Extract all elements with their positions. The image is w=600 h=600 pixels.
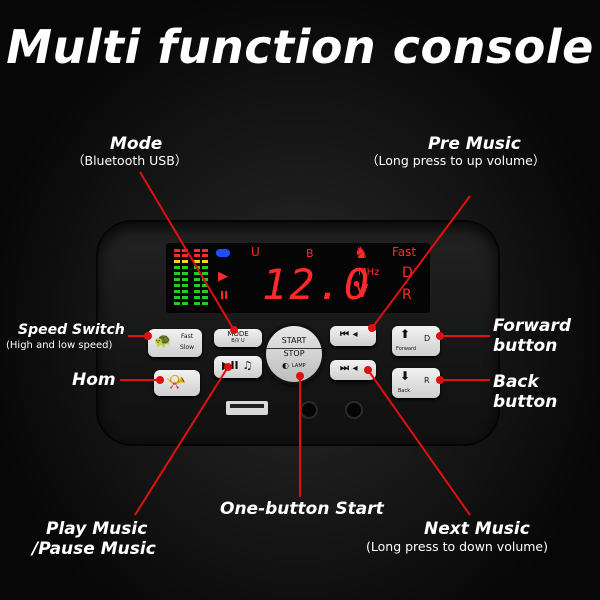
rocking-horse-icon: ♞: [354, 243, 369, 262]
back-gear-button[interactable]: ⬇ Back R: [392, 368, 440, 398]
lcd-display: U B ♞ Fast ▶ II 12.0 V MHz D R: [166, 243, 430, 313]
speed-switch-sub-label: (High and low speed): [6, 340, 113, 351]
voltage-readout: 12.0: [262, 260, 372, 309]
forward-label: Forward: [493, 316, 572, 336]
pre-music-sub-label: （Long press to up volume）: [366, 153, 546, 168]
play-music-label: Play Music: [46, 519, 148, 539]
lamp-icon: ◐: [282, 361, 289, 370]
one-button-start-label: One-button Start: [220, 499, 384, 519]
next-music-button[interactable]: ⏭ ◂: [330, 360, 376, 380]
lcd-bt: B: [306, 247, 314, 260]
horn-button[interactable]: 📯: [154, 370, 200, 396]
next-track-icon: ⏭ ◂: [340, 363, 358, 374]
mode-button[interactable]: MODE B/î/ U: [214, 329, 262, 347]
pre-music-pointer-line: [371, 195, 471, 329]
speed-switch-button[interactable]: 🐢 Fast Slow: [148, 329, 202, 357]
next-pointer-line: [367, 369, 471, 516]
forward-btn-label: Forward: [396, 346, 417, 352]
pause-indicator-icon: II: [220, 289, 229, 302]
play-indicator-icon: ▶: [218, 269, 228, 284]
next-music-sub-label: (Long press to down volume): [366, 539, 548, 554]
forward-label-2: button: [493, 336, 558, 356]
next-music-label: Next Music: [424, 519, 530, 539]
previous-track-icon: ⏮ ◂: [340, 329, 358, 340]
mode-sub-label: （Bluetooth USB）: [72, 153, 188, 168]
mode-label: Mode: [110, 134, 163, 154]
bluetooth-indicator-icon: [216, 249, 230, 257]
usb-port[interactable]: [226, 401, 268, 415]
horn-label: Hom: [72, 370, 116, 390]
mode-button-label: MODE: [227, 330, 249, 338]
pre-music-button[interactable]: ⏮ ◂: [330, 326, 376, 346]
lcd-fast: Fast: [392, 245, 417, 259]
lamp-label: LAMP: [292, 363, 306, 369]
aux-jack[interactable]: [302, 403, 316, 417]
back-btn-label: Back: [398, 388, 411, 394]
charge-port[interactable]: [347, 403, 361, 417]
speed-slow-label: Slow: [180, 344, 195, 351]
back-label: Back: [493, 372, 539, 392]
speed-fast-label: Fast: [181, 333, 194, 340]
arrow-up-icon: ⬆: [400, 327, 411, 341]
turtle-icon: 🐢: [154, 333, 172, 349]
back-r-label: R: [424, 376, 430, 385]
lcd-u: U: [251, 245, 260, 259]
arrow-down-icon: ⬇: [400, 369, 411, 383]
forward-gear-button[interactable]: ⬆ Forward D: [392, 326, 440, 356]
level-meter: [172, 247, 208, 309]
back-label-2: button: [493, 392, 558, 412]
start-stop-button[interactable]: START STOP ◐ LAMP: [266, 326, 322, 382]
lcd-d: D: [402, 265, 413, 281]
mode-button-sub: B/î/ U: [231, 338, 245, 344]
pause-music-label: /Pause Music: [32, 539, 156, 559]
pre-music-label: Pre Music: [428, 134, 521, 154]
play-pointer-line: [134, 366, 229, 516]
lcd-r: R: [402, 287, 412, 303]
speed-switch-label: Speed Switch: [18, 322, 125, 338]
page-title: Multi function console: [6, 20, 594, 74]
lcd-mhz: MHz: [358, 267, 380, 278]
horn-icon: 📯: [166, 372, 186, 391]
start-label: START: [281, 336, 307, 345]
stop-label: STOP: [266, 348, 322, 358]
forward-d-label: D: [424, 334, 431, 343]
voltage-unit: V: [356, 281, 369, 302]
mode-pointer-line: [139, 171, 235, 331]
